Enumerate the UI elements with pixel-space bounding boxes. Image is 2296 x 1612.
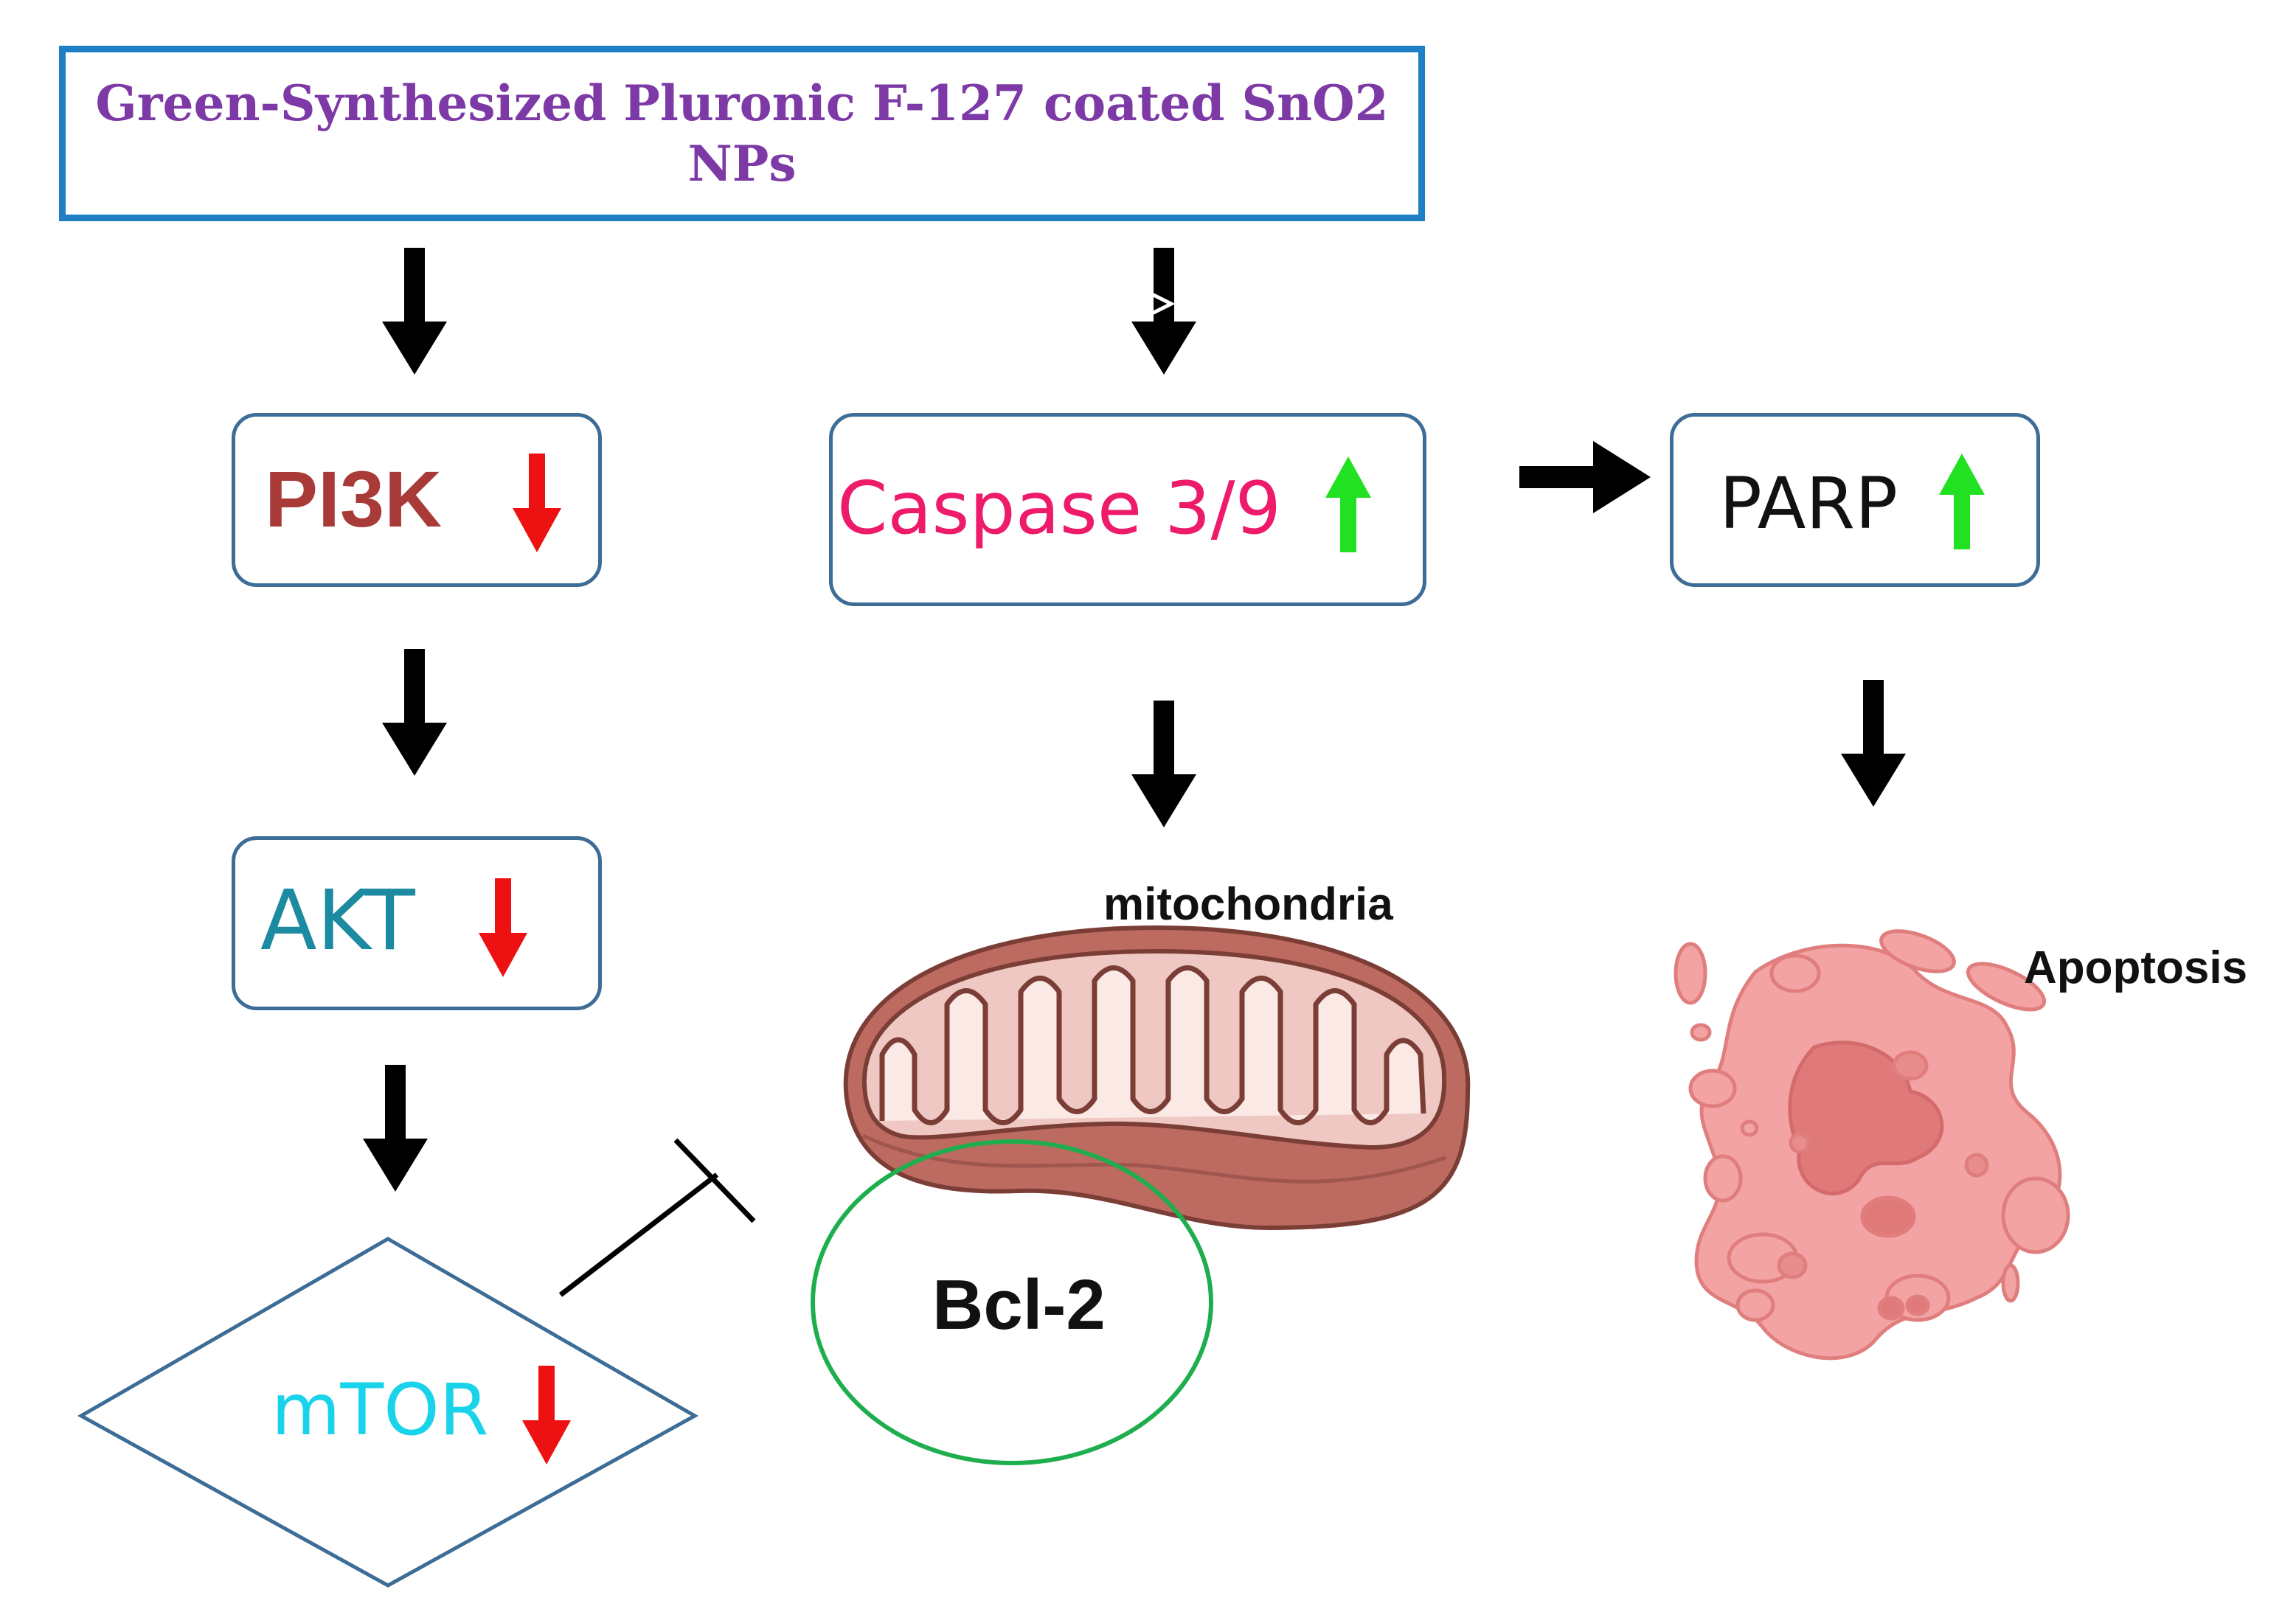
flow-arrow-pi3k-to-akt: [382, 649, 447, 776]
flow-arrow-title-to-caspase: [1131, 248, 1196, 375]
mitochondria-icon: [843, 925, 1471, 1231]
up-arrow-icon: [1325, 456, 1371, 552]
treatment-title-box: Green-Synthesized Pluronic F-127 coated …: [59, 46, 1425, 221]
mtor-diamond: [77, 1237, 699, 1588]
bcl2-ring: [811, 1139, 1213, 1465]
mitochondria-label: mitochondria: [1103, 879, 1393, 930]
akt-node: AKT: [232, 836, 602, 1010]
inhibition-icon: [558, 1138, 756, 1297]
title-line-2: NPs: [687, 135, 797, 192]
flow-arrow-caspase-to-parp: [1519, 441, 1651, 513]
flow-arrow-parp-to-apoptosis: [1841, 680, 1906, 807]
bcl2-label: Bcl-2: [932, 1265, 1106, 1344]
up-arrow-icon: [1939, 454, 1985, 549]
flow-arrow-akt-to-mtor: [363, 1065, 428, 1192]
parp-node: PARP: [1670, 413, 2040, 587]
apoptotic-cell-icon: [1674, 929, 2070, 1361]
apoptosis-label: Apoptosis: [2024, 942, 2248, 993]
down-arrow-icon: [522, 1366, 571, 1465]
caspase-node: Caspase 3/9: [829, 413, 1426, 606]
arrow-mark: [1149, 291, 1176, 316]
title-line-1: Green-Synthesized Pluronic F-127 coated …: [95, 74, 1389, 132]
akt-label: AKT: [260, 873, 415, 969]
parp-label: PARP: [1719, 462, 1898, 545]
down-arrow-icon: [513, 454, 561, 552]
pi3k-node: PI3K: [232, 413, 602, 587]
flow-arrow-caspase-to-mitochondria: [1131, 701, 1196, 827]
pi3k-label: PI3K: [265, 454, 443, 543]
flow-arrow-title-to-pi3k: [382, 248, 447, 375]
caspase-label: Caspase 3/9: [837, 467, 1282, 551]
mtor-label: mTOR: [271, 1369, 489, 1451]
down-arrow-icon: [479, 878, 527, 977]
